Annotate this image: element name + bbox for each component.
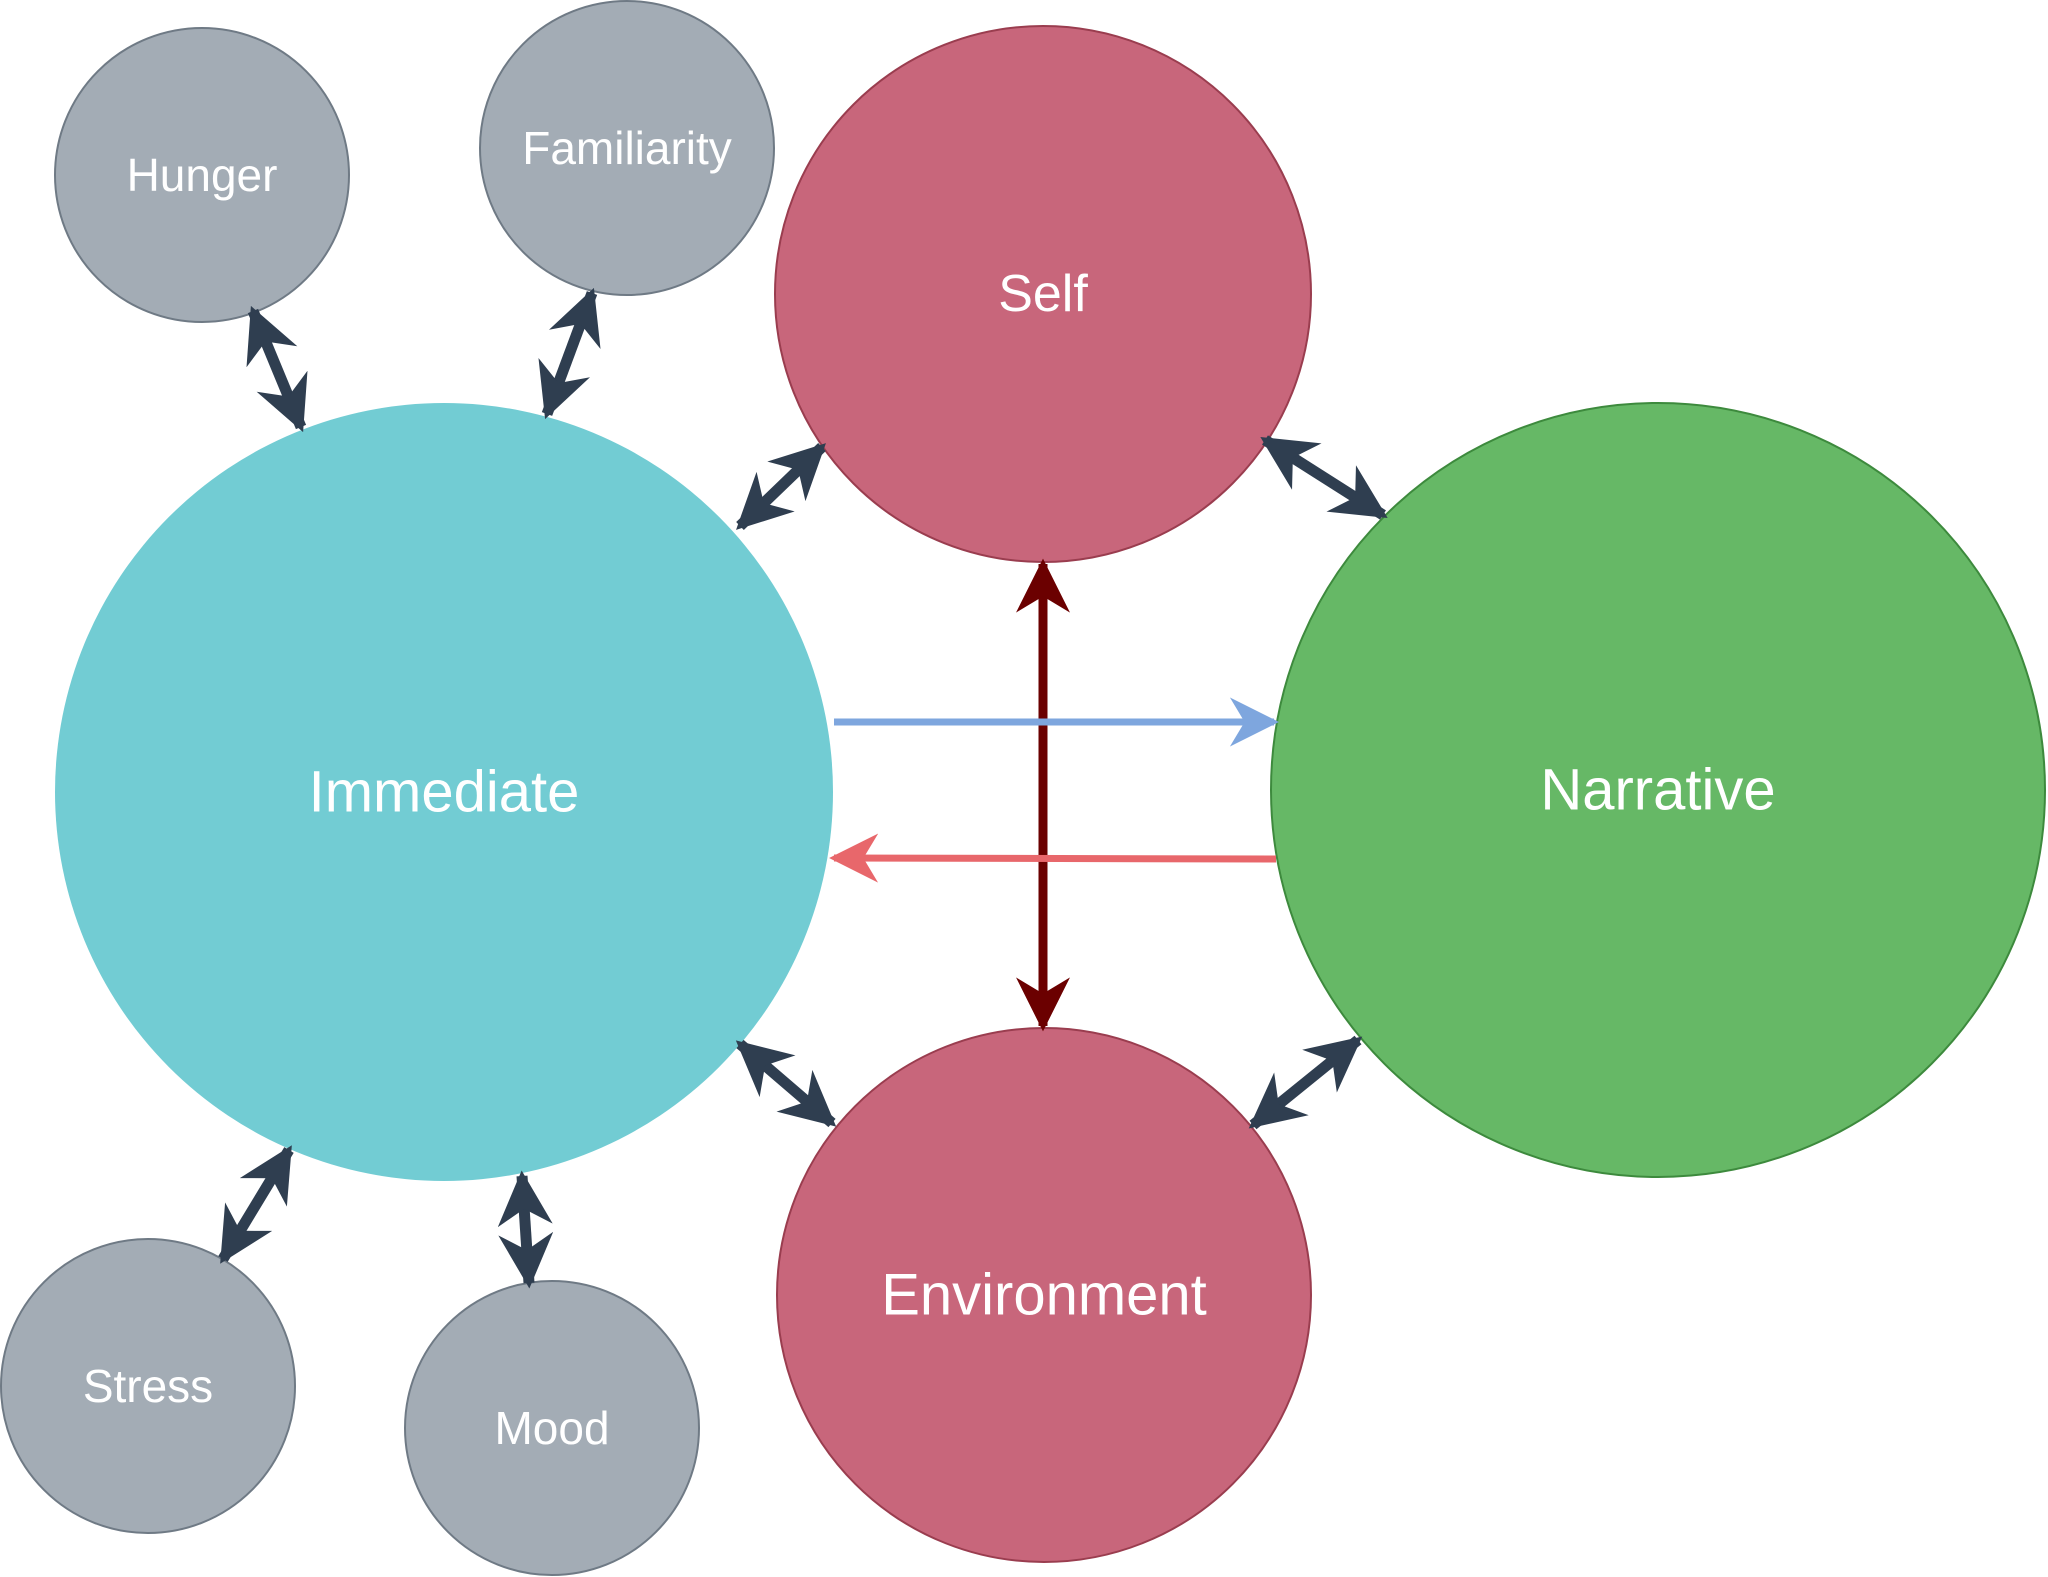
node-narrative: Narrative <box>1270 402 2046 1178</box>
self-label: Self <box>998 265 1088 323</box>
connector-immediate-self <box>736 443 826 530</box>
connector-mood-immediate <box>497 1170 554 1289</box>
stress-label: Stress <box>83 1360 213 1412</box>
connector-hunger-immediate <box>246 305 308 433</box>
node-immediate: Immediate <box>55 403 833 1181</box>
connector-stress-immediate <box>218 1145 294 1264</box>
connector-immediate-environment <box>735 1039 837 1128</box>
connector-familiarity-immediate <box>538 287 601 420</box>
node-mood: Mood <box>404 1280 700 1576</box>
environment-label: Environment <box>881 1263 1207 1328</box>
mood-label: Mood <box>494 1402 609 1454</box>
arrow-narrative-to-immediate <box>829 833 1277 883</box>
node-hunger: Hunger <box>54 27 350 323</box>
node-self: Self <box>774 25 1312 563</box>
connector-self-narrative <box>1260 435 1388 520</box>
narrative-label: Narrative <box>1540 758 1775 823</box>
node-environment: Environment <box>776 1027 1312 1563</box>
connector-environment-narrative <box>1248 1035 1363 1130</box>
node-familiarity: Familiarity <box>479 0 775 296</box>
immediate-label: Immediate <box>309 760 580 825</box>
node-stress: Stress <box>0 1238 296 1534</box>
hunger-label: Hunger <box>127 149 278 201</box>
familiarity-label: Familiarity <box>522 122 732 174</box>
